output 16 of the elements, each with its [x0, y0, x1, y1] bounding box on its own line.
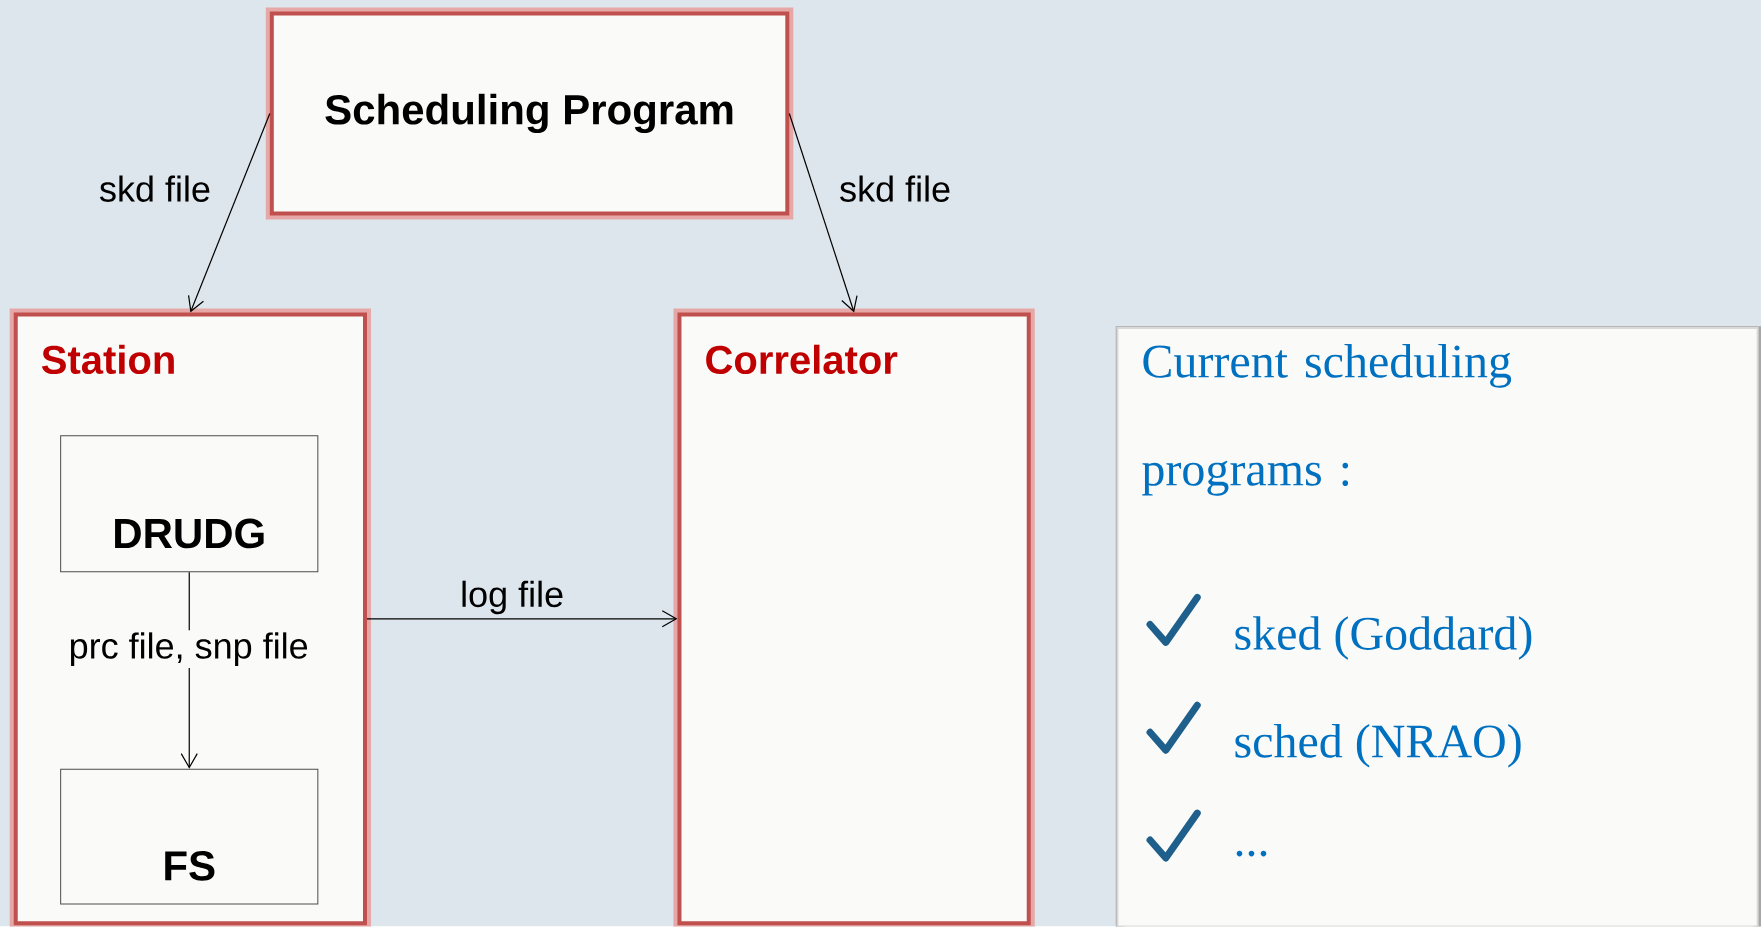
list-item: sked (Goddard): [1235, 616, 1532, 660]
list-item: ...: [1236, 850, 1267, 857]
edge-label: prc file, snp file: [66, 630, 311, 669]
edge-label: skd file: [840, 175, 950, 203]
arrow: [188, 113, 271, 313]
process-box: FS: [60, 769, 319, 905]
edge-label: skd file: [99, 175, 210, 203]
panel-heading: Current scheduling programs :: [1142, 344, 1512, 496]
process-box: DRUDG: [60, 435, 319, 573]
group-box: Correlator: [673, 308, 1035, 927]
edge-label: log file: [462, 580, 563, 615]
arrow: [788, 113, 858, 313]
list-item: sched (NRAO): [1235, 724, 1521, 768]
arrow: [366, 610, 678, 628]
text-panel: [1115, 326, 1761, 927]
process-box: Scheduling Program: [265, 7, 794, 220]
